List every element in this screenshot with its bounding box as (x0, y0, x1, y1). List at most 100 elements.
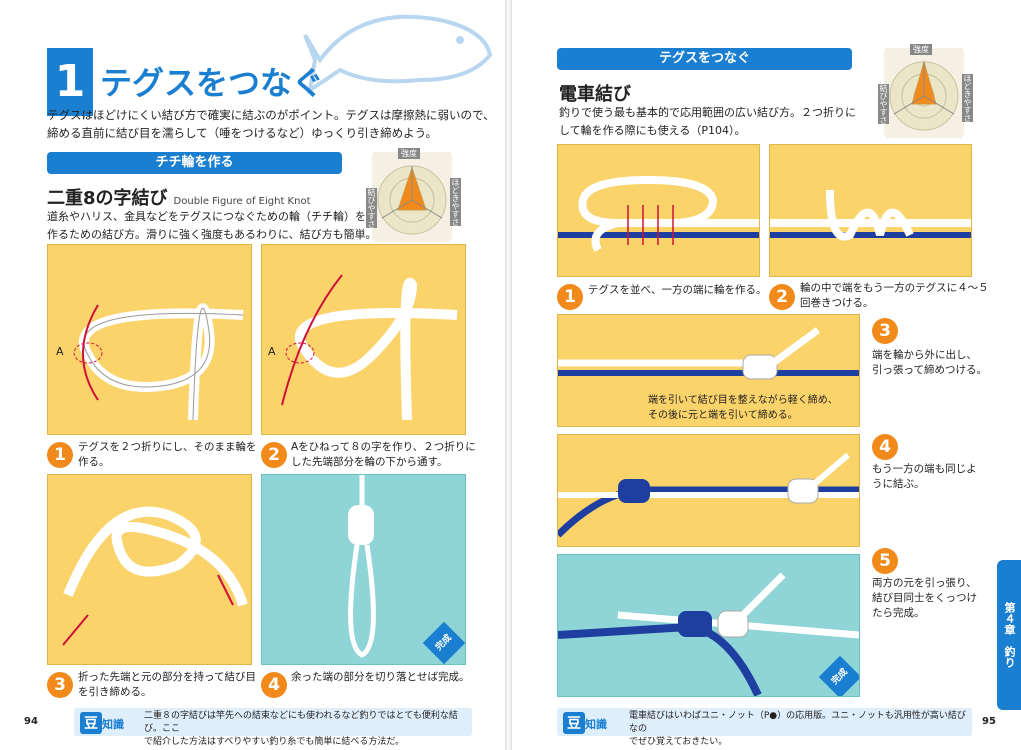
step-number-5: 5 (872, 548, 898, 574)
step-line: 輪の中で端をもう一方のテグスに４〜５ (800, 282, 989, 294)
tip-line: 電車結びはいわばユニ・ノット（P●）の応用版。ユニ・ノットも汎用性が高い結びなの (629, 711, 966, 734)
step-panel-2: A (261, 244, 466, 435)
section-title: テグスをつなぐ (100, 64, 325, 102)
step-text-1: テグスを２つ折りにし、そのまま輪を 作る。 (78, 440, 257, 470)
knot-description: 釣りで使う最も基本的で応用範囲の広い結び方。２つ折りに して輪を作る際にも使える… (559, 104, 856, 140)
radar-label-left: 結びやすさ (366, 188, 377, 228)
rating-radar: 強度 結びやすさ ほどきやすさ (874, 44, 974, 142)
desc-line: 道糸やハリス、金具などをテグスにつなぐための輪（チチ輪）を (47, 210, 366, 223)
fish-illustration (303, 14, 493, 95)
step-line: 端を輪から外に出し、 (872, 349, 977, 361)
step-number-4: 4 (261, 672, 287, 698)
step-number-3: 3 (47, 672, 73, 698)
radar-label-top: 強度 (910, 44, 932, 55)
step-text-3: 端を輪から外に出し、 引っ張って締めつける。 (872, 348, 987, 378)
tip-bar: 豆知識 二重８の字結びは竿先への結束などにも使われるなど釣りではとても便利な結び… (74, 708, 472, 747)
inpanel-caption: 端を引いて結び目を整えながら軽く締め、 その後に元と端を引いて締める。 (648, 393, 838, 423)
tip-line: で紹介した方法はすべりやすい釣り糸でも簡単に結べる方法だ。 (144, 737, 405, 747)
step-line: うに結ぶ。 (872, 478, 925, 490)
caption-line: 端を引いて結び目を整えながら軽く締め、 (648, 395, 838, 406)
step-panel-5: 完成 (557, 554, 860, 697)
step-line: もう一方の端も同じよ (872, 463, 977, 475)
intro-line: 締める直前に結び目を濡らして（唾をつけるなど）ゆっくり引き締めよう。 (47, 126, 437, 140)
knot-illustration (558, 327, 859, 380)
knot-illustration (281, 274, 458, 421)
step-text-2: 輪の中で端をもう一方のテグスに４〜５ 回巻きつける。 (800, 281, 989, 311)
step-number-3: 3 (872, 318, 898, 344)
step-line: テグスを２つ折りにし、そのまま輪を (78, 441, 257, 453)
book-gutter (505, 0, 512, 750)
section-pill: チチ輪を作る (47, 152, 342, 174)
step-panel-4 (557, 434, 860, 547)
knot-illustration (62, 506, 248, 646)
tip-icon-mame: 豆 (80, 712, 102, 734)
knot-illustration (348, 475, 376, 658)
radar-label-right: ほどきやすさ (450, 178, 461, 226)
step-line: した先端部分を輪の下から通す。 (291, 456, 448, 468)
knot-title: 二重8の字結び Double Figure of Eight Knot (47, 184, 311, 210)
tip-icon: 豆知識 (80, 712, 124, 734)
tip-icon-label: 知識 (585, 718, 607, 731)
page-number: 94 (24, 716, 38, 727)
tip-line: 二重８の字結びは竿先への結束などにも使われるなど釣りではとても便利な結び。ここ (144, 711, 458, 734)
knot-title: 電車結び (559, 84, 631, 105)
tip-bar: 豆知識 電車結びはいわばユニ・ノット（P●）の応用版。ユニ・ノットも汎用性が高い… (557, 708, 972, 747)
step-panel-3: 端を引いて結び目を整えながら軽く締め、 その後に元と端を引いて締める。 (557, 314, 860, 427)
radar-label-left: 結びやすさ (878, 84, 889, 124)
tip-text: 電車結びはいわばユニ・ノット（P●）の応用版。ユニ・ノットも汎用性が高い結びなの… (629, 710, 972, 749)
desc-line: して輪を作る際にも使える（P104）。 (559, 124, 746, 137)
step-text-4: もう一方の端も同じよ うに結ぶ。 (872, 462, 977, 492)
left-page: 1 テグスをつなぐ テグスはほどけにくい結び方で確実に結ぶのがポイント。テグスは… (0, 0, 505, 750)
knot-illustration (73, 303, 244, 421)
marker-a: A (56, 345, 64, 358)
section-pill: テグスをつなぐ (557, 48, 852, 70)
tip-line: でぜひ覚えておきたい。 (629, 737, 728, 747)
step-text-3: 折った先端と元の部分を持って結び目 を引き締める。 (78, 670, 256, 700)
knot-illustration (770, 189, 971, 241)
intro-line: テグスはほどけにくい結び方で確実に結ぶのがポイント。テグスは摩擦熱に弱いので、 (47, 108, 495, 122)
step-number-2: 2 (769, 284, 795, 310)
step-line: Aをひねって８の字を作り、２つ折りに (291, 441, 476, 453)
rating-radar: 強度 結びやすさ ほどきやすさ (362, 148, 462, 246)
step-line: 余った端の部分を切り落とせば完成。 (291, 671, 470, 683)
tip-icon-mame: 豆 (563, 712, 585, 734)
step-number-1: 1 (557, 284, 583, 310)
step-line: 作る。 (78, 456, 110, 468)
step-panel-2 (769, 144, 972, 277)
desc-line: 釣りで使う最も基本的で応用範囲の広い結び方。２つ折りに (559, 106, 856, 119)
page-number: 95 (982, 716, 996, 727)
step-line: 折った先端と元の部分を持って結び目 (78, 671, 256, 683)
step-panel-3 (47, 474, 252, 665)
step-line: 両方の元を引っ張り、 (872, 577, 977, 589)
step-text-5: 両方の元を引っ張り、 結び目同士をくっつけ たら完成。 (872, 576, 977, 621)
knot-description: 道糸やハリス、金具などをテグスにつなぐための輪（チチ輪）を 作るための結び方。滑… (47, 208, 377, 244)
knot-illustration (558, 452, 859, 538)
step-text-4: 余った端の部分を切り落とせば完成。 (291, 670, 470, 685)
right-page: テグスをつなぐ 電車結び 釣りで使う最も基本的で応用範囲の広い結び方。２つ折りに… (512, 0, 1021, 750)
knot-title-en: Double Figure of Eight Knot (173, 196, 311, 207)
tip-icon-label: 知識 (102, 718, 124, 731)
radar-label-right: ほどきやすさ (962, 74, 973, 122)
tip-icon: 豆知識 (563, 712, 607, 734)
knot-illustration (558, 572, 859, 696)
intro-text: テグスはほどけにくい結び方で確実に結ぶのがポイント。テグスは摩擦熱に弱いので、 … (47, 106, 495, 142)
step-text-1: テグスを並べ、一方の端に輪を作る。 (588, 283, 767, 298)
step-line: 回巻きつける。 (800, 297, 874, 309)
step-line: 引っ張って締めつける。 (872, 364, 987, 376)
knot-title-ja: 二重8の字結び (47, 188, 168, 209)
step-panel-1 (557, 144, 760, 277)
step-line: たら完成。 (872, 607, 925, 619)
step-number-1: 1 (47, 442, 73, 468)
radar-label-top: 強度 (398, 148, 420, 159)
step-text-2: Aをひねって８の字を作り、２つ折りに した先端部分を輪の下から通す。 (291, 440, 476, 470)
step-line: テグスを並べ、一方の端に輪を作る。 (588, 284, 767, 296)
section-number: 1 (47, 48, 93, 116)
step-panel-1: A (47, 244, 252, 435)
step-number-4: 4 (872, 434, 898, 460)
knot-illustration (558, 175, 759, 252)
caption-line: その後に元と端を引いて締める。 (648, 410, 798, 421)
step-line: を引き締める。 (78, 686, 152, 698)
step-number-2: 2 (261, 442, 287, 468)
step-line: 結び目同士をくっつけ (872, 592, 977, 604)
chapter-tab: 第４章 釣り (997, 560, 1021, 710)
